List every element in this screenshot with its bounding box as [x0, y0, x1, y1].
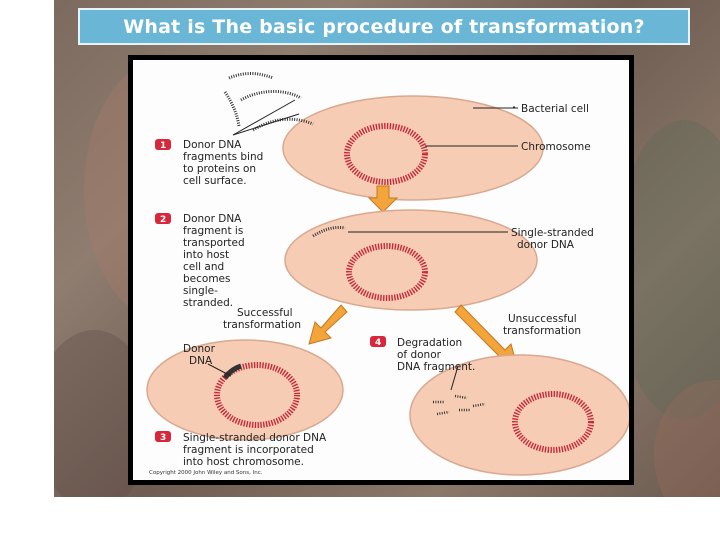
- single-stranded-donor-dna: [312, 226, 346, 238]
- step-1-line-2: fragments bind: [183, 151, 263, 163]
- integrated-donor-dna: [222, 363, 242, 380]
- bacterial-cell-4: [409, 354, 629, 476]
- pointer-line-3: [207, 363, 232, 377]
- label-chromosome: Chromosome: [521, 141, 591, 153]
- step-2-line-6: becomes: [183, 273, 230, 285]
- chromosome-4: [512, 391, 594, 453]
- step-badge-1: [155, 139, 171, 150]
- step-1-line-1: Donor DNA: [183, 139, 242, 151]
- step-2-line-5: cell and: [183, 261, 224, 273]
- step-2-line-4: into host: [183, 249, 229, 261]
- label-unsuccessful-2: transformation: [503, 325, 581, 337]
- title-bar: What is The basic procedure of transform…: [78, 8, 690, 45]
- chromosome-2: [346, 243, 428, 301]
- transformation-diagram: Bacterial cell Chromosome 1 Donor DNA fr…: [146, 72, 629, 476]
- step-4-line-1: Degradation: [397, 337, 462, 349]
- slide-title: What is The basic procedure of transform…: [123, 15, 645, 38]
- arrow-down-icon: [367, 185, 399, 213]
- label-donor-dna-2: DNA: [189, 355, 213, 367]
- arrow-left-down-icon: [308, 304, 348, 345]
- bacterial-cell-2: [284, 209, 538, 311]
- step-1-line-4: cell surface.: [183, 175, 247, 187]
- label-successful-1: Successful: [237, 307, 293, 319]
- step-badge-3: [155, 431, 171, 442]
- label-single-stranded-1: Single-stranded: [511, 227, 594, 239]
- label-bacterial-cell: Bacterial cell: [521, 103, 589, 115]
- step-number-3: 3: [160, 433, 166, 443]
- step-2-line-7: single-: [183, 285, 218, 297]
- bacterial-cell-3: [146, 339, 344, 441]
- label-donor-dna-1: Donor: [183, 343, 216, 355]
- diagram-frame: Bacterial cell Chromosome 1 Donor DNA fr…: [128, 55, 634, 485]
- copyright-text: Copyright 2000 John Wiley and Sons, Inc.: [149, 470, 263, 476]
- step-4-line-2: of donor: [397, 349, 442, 361]
- step-4-line-3: DNA fragment.: [397, 361, 475, 373]
- pointer-lines-1: [232, 99, 518, 147]
- chromosome-3: [214, 362, 300, 428]
- step-3-line-1: Single-stranded donor DNA: [183, 432, 327, 444]
- pointer-line-4: [450, 365, 459, 391]
- bacterial-cell-1: [282, 95, 544, 201]
- step-number-1: 1: [160, 141, 166, 151]
- step-3-line-3: into host chromosome.: [183, 456, 304, 468]
- label-successful-2: transformation: [223, 319, 301, 331]
- step-2-line-3: transported: [183, 237, 245, 249]
- step-2-line-1: Donor DNA: [183, 213, 242, 225]
- label-single-stranded-2: donor DNA: [517, 239, 575, 251]
- step-3-line-2: fragment is incorporated: [183, 444, 314, 456]
- step-2-line-8: stranded.: [183, 297, 233, 309]
- step-2-line-2: fragment is: [183, 225, 243, 237]
- chromosome-1: [344, 123, 428, 185]
- step-1-line-3: to proteins on: [183, 163, 256, 175]
- step-number-2: 2: [160, 215, 166, 225]
- diagram-panel: Bacterial cell Chromosome 1 Donor DNA fr…: [133, 60, 629, 480]
- degraded-dna-fragments: [433, 394, 486, 416]
- step-number-4: 4: [375, 338, 381, 348]
- step-badge-2: [155, 213, 171, 224]
- label-unsuccessful-1: Unsuccessful: [508, 313, 577, 325]
- step-badge-4: [370, 336, 386, 347]
